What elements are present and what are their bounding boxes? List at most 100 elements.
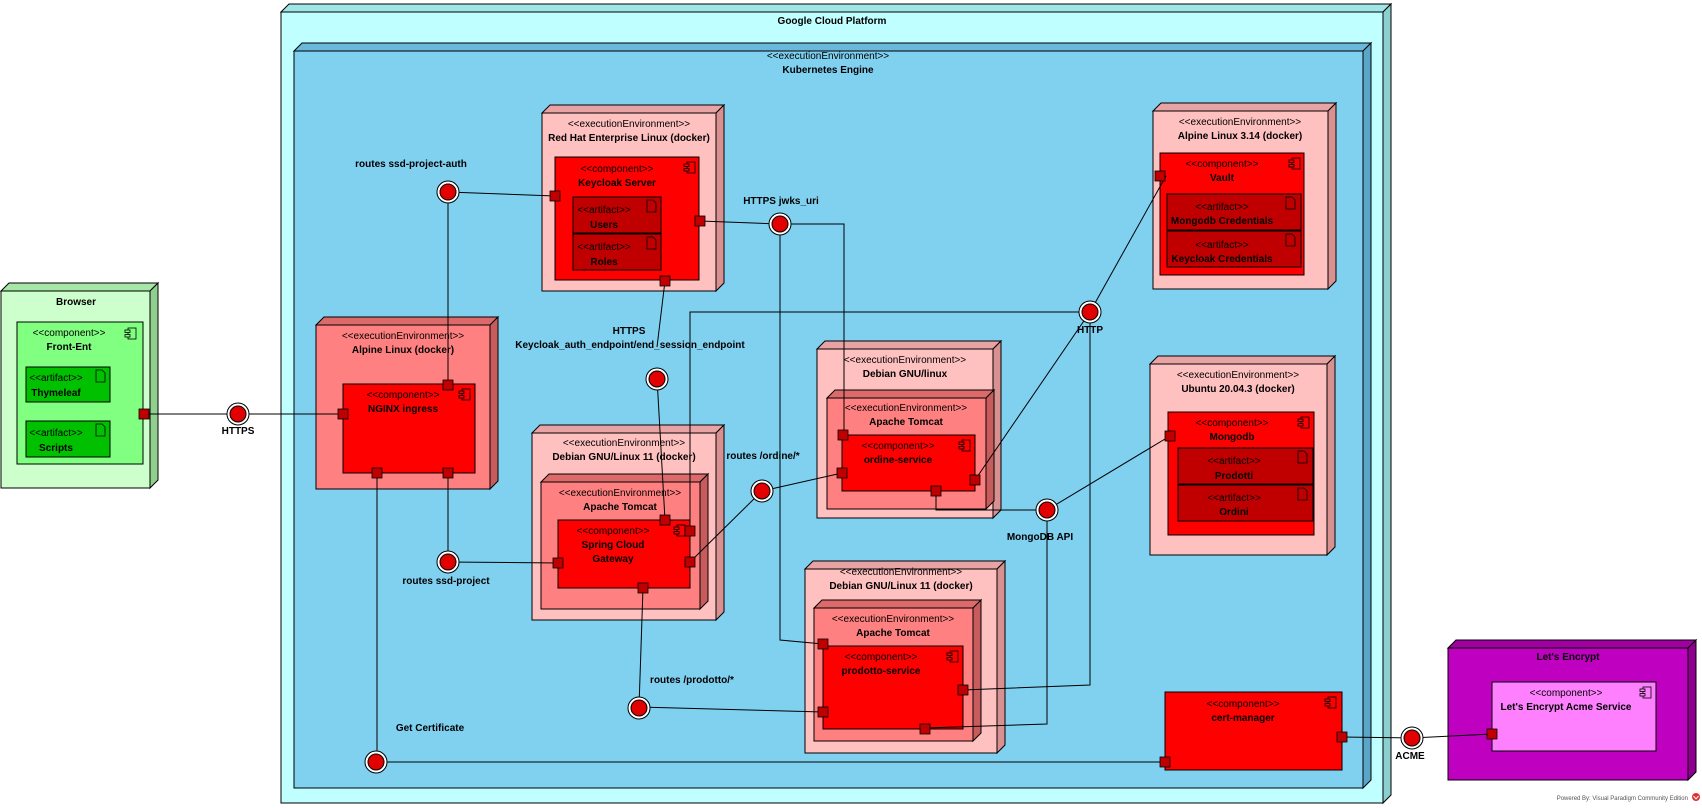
artifact-thymeleaf[interactable]: <<artifact>> Thymeleaf xyxy=(25,366,111,403)
k8s-stereotype: <<executionEnvironment>> xyxy=(767,51,889,62)
vault-name: Vault xyxy=(1210,173,1235,184)
connectors xyxy=(148,175,1493,763)
interface-routes-ordine-icon xyxy=(750,479,774,503)
debian-linux-title: Debian GNU/linux xyxy=(863,369,948,380)
interface-routes-auth-icon xyxy=(436,180,460,204)
prodotto-service-component[interactable]: <<component>> prodotto-service xyxy=(822,645,964,730)
ordine-stereotype: <<component>> xyxy=(862,441,935,452)
interface-https-keycloak-label-1: HTTPS xyxy=(613,326,646,337)
document-icon xyxy=(95,369,106,383)
alpine-docker-title: Alpine Linux (docker) xyxy=(352,345,454,356)
port-gateway-bottom xyxy=(637,582,649,594)
mongodb-name: Mongodb xyxy=(1210,432,1255,443)
port-nginx-bottom-right xyxy=(442,467,454,479)
wire-jwks-ordine xyxy=(780,223,845,435)
component-icon xyxy=(1324,696,1337,709)
visual-paradigm-logo-icon xyxy=(1692,793,1700,801)
browser-node-title: Browser xyxy=(56,297,96,308)
port-certmanager-left xyxy=(1159,756,1171,768)
tomcat-prodotto-title: Apache Tomcat xyxy=(856,628,930,639)
frontend-name: Front-Ent xyxy=(47,342,93,353)
wire-routes-prodotto-prodotto xyxy=(638,706,824,713)
tomcat-ordine-title: Apache Tomcat xyxy=(869,417,943,428)
port-ordine-left xyxy=(836,467,848,479)
ordini-stereotype: <<artifact>> xyxy=(1207,493,1261,504)
interface-acme-icon xyxy=(1400,726,1424,750)
interface-routes-project-icon xyxy=(436,550,460,574)
artifact-prodotti[interactable]: <<artifact>> Prodotti xyxy=(1177,447,1314,485)
document-icon xyxy=(95,423,106,437)
artifact-ordini[interactable]: <<artifact>> Ordini xyxy=(1177,484,1314,522)
cert-manager-component[interactable]: <<component>> cert-manager xyxy=(1164,691,1343,771)
interface-routes-project-label: routes ssd-project xyxy=(402,576,490,587)
port-keycloak-right xyxy=(694,215,706,227)
acme-service-component[interactable]: <<component>> Let's Encrypt Acme Service xyxy=(1491,681,1657,752)
mongo-creds-stereotype: <<artifact>> xyxy=(1195,202,1249,213)
artifact-roles[interactable]: <<artifact>> Roles xyxy=(572,233,662,271)
footer-credit: Powered By: Visual Paradigm Community Ed… xyxy=(1557,793,1700,802)
document-icon xyxy=(1297,487,1308,501)
debian-linux-stereotype: <<executionEnvironment>> xyxy=(844,355,966,366)
port-gateway-right xyxy=(684,556,696,568)
debian11b-stereotype: <<executionEnvironment>> xyxy=(840,567,962,578)
gcp-title: Google Cloud Platform xyxy=(778,16,887,27)
users-name: Users xyxy=(590,220,618,231)
gateway-component[interactable]: <<component>> Spring Cloud Gateway xyxy=(557,519,691,589)
prodotti-stereotype: <<artifact>> xyxy=(1207,456,1261,467)
component-icon xyxy=(683,161,696,174)
credit-text: Powered By: Visual Paradigm Community Ed… xyxy=(1557,796,1688,802)
prodotti-name: Prodotti xyxy=(1215,471,1254,482)
alpine314-title: Alpine Linux 3.14 (docker) xyxy=(1178,131,1302,142)
nginx-name: NGINX ingress xyxy=(368,404,438,415)
thymeleaf-name: Thymeleaf xyxy=(31,388,81,399)
wire-gateway-routes-ordine xyxy=(689,490,763,563)
interfaces: HTTPS routes ssd-project-auth HTTPS Keyc… xyxy=(222,159,1425,774)
component-icon xyxy=(458,388,471,401)
wire-http-vault xyxy=(1089,175,1167,313)
interface-get-certificate-label: Get Certificate xyxy=(396,723,465,734)
wire-https-gateway xyxy=(656,377,666,521)
wire-keycloak-jwks xyxy=(699,220,781,225)
keycloak-name: Keycloak Server xyxy=(578,178,656,189)
tomcat-gateway-stereotype: <<executionEnvironment>> xyxy=(559,488,681,499)
wire-http-prodotto xyxy=(962,312,1091,691)
artifact-mongodb-credentials[interactable]: <<artifact>> Mongodb Credentials xyxy=(1166,193,1302,231)
tomcat-prodotto-stereotype: <<executionEnvironment>> xyxy=(832,614,954,625)
users-stereotype: <<artifact>> xyxy=(577,205,631,216)
prodotto-stereotype: <<component>> xyxy=(845,652,918,663)
rhel-title: Red Hat Enterprise Linux (docker) xyxy=(548,133,710,144)
artifact-scripts[interactable]: <<artifact>> Scripts xyxy=(25,420,111,458)
interface-https-jwks-icon xyxy=(768,212,792,236)
frontend-stereotype: <<component>> xyxy=(33,328,106,339)
alpine314-stereotype: <<executionEnvironment>> xyxy=(1179,117,1301,128)
rhel-stereotype: <<executionEnvironment>> xyxy=(568,119,690,130)
roles-stereotype: <<artifact>> xyxy=(577,242,631,253)
interface-routes-prodotto-label: routes /prodotto/* xyxy=(650,675,734,686)
nginx-stereotype: <<component>> xyxy=(367,390,440,401)
port-prodotto-right xyxy=(957,684,969,696)
ordine-service-component[interactable]: <<component>> ordine-service xyxy=(841,434,976,492)
port-prodotto-top-left xyxy=(817,638,829,650)
tomcat-ordine-stereotype: <<executionEnvironment>> xyxy=(845,403,967,414)
wire-http-ordine xyxy=(974,311,1091,481)
interface-https-keycloak-label-2: Keycloak_auth_endpoint/end_session_endpo… xyxy=(515,340,745,351)
nginx-component[interactable]: <<component>> NGINX ingress xyxy=(342,383,476,474)
document-icon xyxy=(646,199,657,213)
interface-mongodb-api-icon xyxy=(1035,498,1059,522)
acme-service-stereotype: <<component>> xyxy=(1530,688,1603,699)
wire-acme-service xyxy=(1411,733,1493,739)
component-icon xyxy=(1639,686,1652,699)
port-gateway-top xyxy=(659,514,671,526)
port-ordine-top xyxy=(837,429,849,441)
document-icon xyxy=(1285,233,1296,247)
wire-mongodb-api-mongodb xyxy=(1046,435,1171,511)
keycloak-creds-name: Keycloak Credentials xyxy=(1171,254,1273,265)
gateway-stereotype: <<component>> xyxy=(577,526,650,537)
thymeleaf-stereotype: <<artifact>> xyxy=(29,373,83,384)
mongodb-stereotype: <<component>> xyxy=(1196,418,1269,429)
port-gateway-left xyxy=(552,557,564,569)
port-ordine-bottom xyxy=(930,485,942,497)
artifact-keycloak-credentials[interactable]: <<artifact>> Keycloak Credentials xyxy=(1166,230,1302,268)
artifact-users[interactable]: <<artifact>> Users xyxy=(572,196,662,234)
component-icon xyxy=(946,650,959,663)
